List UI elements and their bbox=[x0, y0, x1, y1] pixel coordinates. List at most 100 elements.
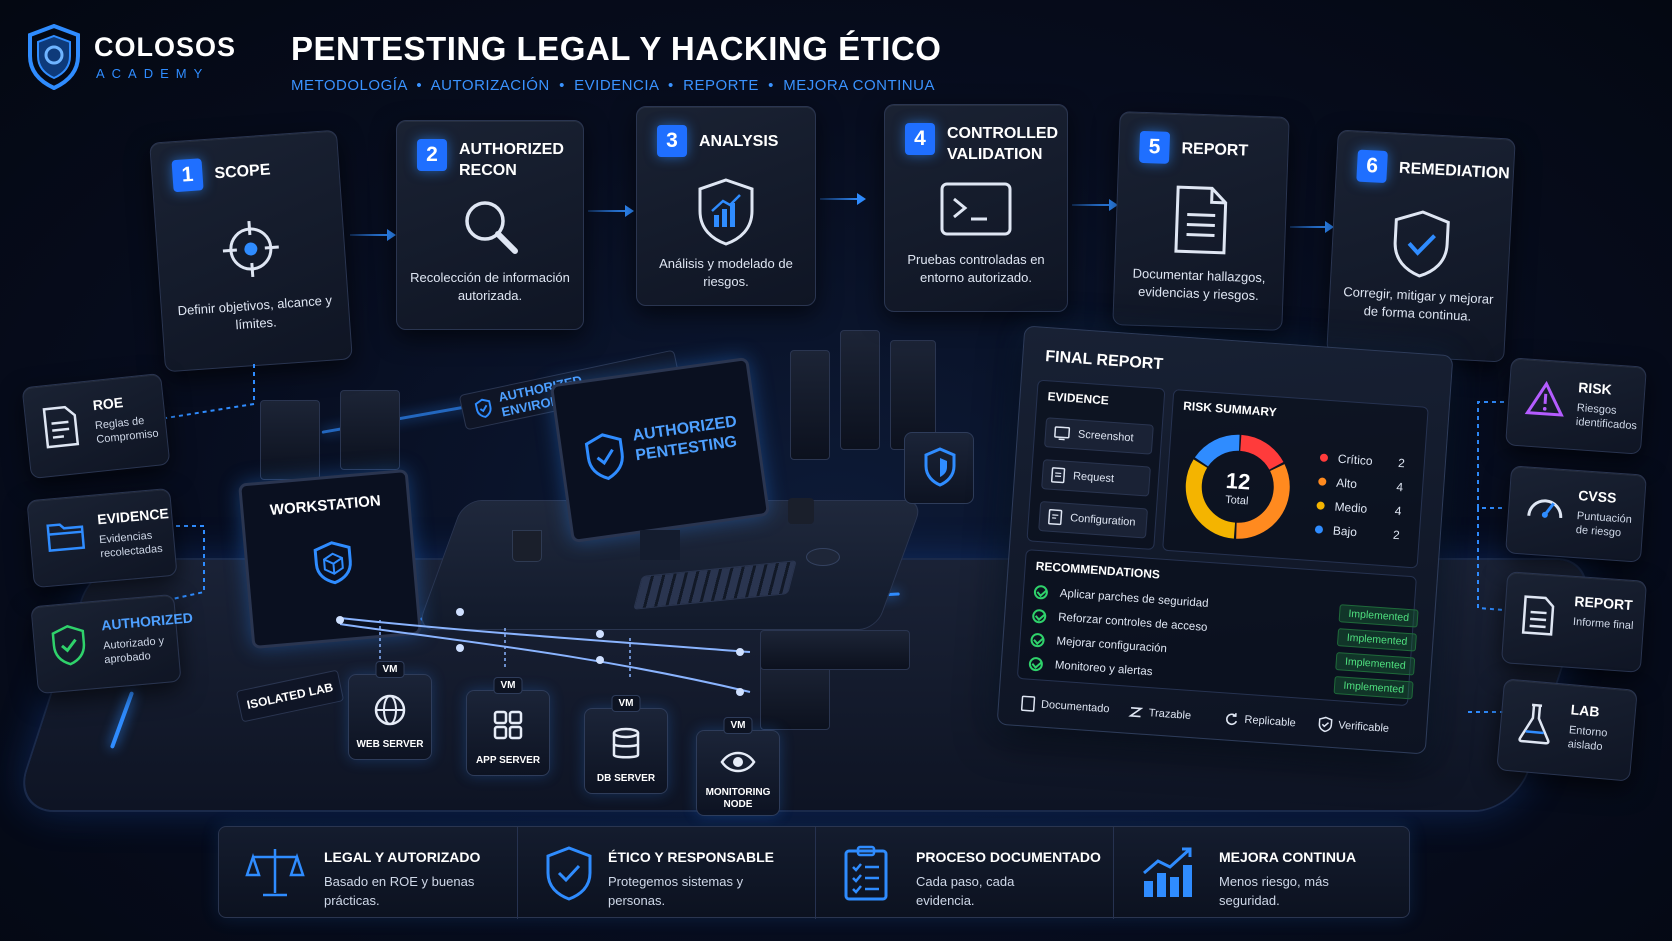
gauge-icon bbox=[1527, 499, 1563, 519]
side-card-risk[interactable]: RISK Riesgos identificados bbox=[1505, 357, 1647, 455]
server-rack bbox=[760, 630, 910, 670]
flow-arrow bbox=[1290, 221, 1334, 233]
vm-db-server[interactable]: VM DB SERVER bbox=[584, 695, 668, 794]
flow-arrow bbox=[588, 205, 634, 217]
terminal-icon bbox=[940, 182, 1012, 236]
step-card-controlled-validation[interactable]: 4 CONTROLLED VALIDATION Pruebas controla… bbox=[884, 104, 1068, 312]
flow-arrow bbox=[1072, 199, 1118, 211]
monitor-stand bbox=[640, 530, 680, 560]
side-card-title: RISK bbox=[1577, 379, 1613, 398]
risk-donut-chart bbox=[1185, 434, 1290, 539]
legend-dot bbox=[1318, 477, 1327, 486]
evidence-item-label: Screenshot bbox=[1077, 428, 1134, 445]
legend-label: Medio bbox=[1334, 499, 1368, 516]
principle-desc: Menos riesgo, más seguridad. bbox=[1219, 874, 1329, 908]
recommendations-title: RECOMMENDATIONS bbox=[1035, 558, 1161, 582]
main-monitor: AUTHORIZED PENTESTING bbox=[549, 356, 771, 544]
footer-label: Replicable bbox=[1244, 713, 1297, 730]
config-document-icon bbox=[1048, 509, 1063, 526]
side-card-cvss[interactable]: CVSS Puntuación de riesgo bbox=[1505, 465, 1647, 563]
mouse bbox=[806, 548, 840, 566]
status-badge: Implemented bbox=[1338, 604, 1419, 628]
step-number: 1 bbox=[171, 158, 204, 193]
footer-label: Verificable bbox=[1337, 719, 1390, 735]
step-card-scope[interactable]: 1 SCOPE Definir objetivos, alcance y lím… bbox=[149, 129, 353, 373]
recommendation-text: Reforzar controles de acceso bbox=[1057, 611, 1208, 634]
step-title: CONTROLLED VALIDATION bbox=[947, 125, 1059, 163]
workstation-monitor: WORKSTATION bbox=[238, 468, 422, 650]
step-description: Corregir, mitigar y mejorar de forma con… bbox=[1342, 284, 1494, 324]
status-badge: Implemented bbox=[1335, 652, 1416, 676]
side-card-title: LAB bbox=[1570, 701, 1601, 720]
footer-verificable: Verificable bbox=[1318, 716, 1390, 737]
document-icon bbox=[1020, 695, 1036, 712]
principle-title: MEJORA CONTINUA bbox=[1219, 849, 1357, 865]
step-number: 5 bbox=[1138, 130, 1171, 164]
footer-trazable: Trazable bbox=[1128, 705, 1191, 723]
step-card-authorized-recon[interactable]: 2 AUTHORIZED RECON Recolección de inform… bbox=[396, 120, 584, 330]
side-card-report[interactable]: REPORT Informe final bbox=[1500, 571, 1648, 673]
principle-desc: Cada paso, cada evidencia. bbox=[916, 874, 1015, 908]
magnifier-icon bbox=[465, 201, 518, 254]
evidence-title: EVIDENCE bbox=[1047, 389, 1110, 408]
evidence-item-request[interactable]: Request bbox=[1041, 459, 1151, 497]
footer-documentado: Documentado bbox=[1020, 695, 1110, 717]
step-card-report[interactable]: 5 REPORT Documentar hallazgos, evidencia… bbox=[1112, 111, 1290, 331]
vm-label: DB SERVER bbox=[596, 773, 656, 784]
side-card-desc: Informe final bbox=[1572, 615, 1634, 633]
step-description: Documentar hallazgos, evidencias y riesg… bbox=[1132, 265, 1266, 304]
shield-check-icon bbox=[546, 846, 592, 901]
plant bbox=[788, 498, 814, 524]
logo-sub: ACADEMY bbox=[96, 66, 210, 81]
shield-chart-icon bbox=[698, 178, 754, 246]
side-card-evidence[interactable]: EVIDENCE Evidencias recolectadas bbox=[26, 487, 178, 589]
principle-ethical: ÉTICO Y RESPONSABLE Protegemos sistemas … bbox=[517, 827, 815, 919]
evidence-item-screenshot[interactable]: Screenshot bbox=[1044, 417, 1154, 455]
vm-app-server[interactable]: VM APP SERVER bbox=[466, 677, 550, 776]
legend-label: Alto bbox=[1335, 475, 1358, 492]
step-card-remediation[interactable]: 6 REMEDIATION Corregir, mitigar y mejora… bbox=[1326, 129, 1516, 363]
vm-monitoring-node[interactable]: VM MONITORING NODE bbox=[696, 717, 780, 816]
step-title: REPORT bbox=[1181, 140, 1249, 160]
shield-icon bbox=[924, 447, 956, 487]
side-card-roe[interactable]: ROE Reglas de Compromiso bbox=[21, 372, 171, 480]
authorized-pentesting-label: AUTHORIZED PENTESTING bbox=[631, 413, 739, 465]
step-title: REMEDIATION bbox=[1398, 159, 1511, 183]
server-rack bbox=[890, 340, 936, 450]
flask-icon bbox=[1518, 703, 1550, 745]
shield-check-icon bbox=[51, 624, 86, 666]
step-description: Pruebas controladas en entorno autorizad… bbox=[907, 252, 1045, 285]
check-icon bbox=[1028, 656, 1044, 672]
page-subtitle: METODOLOGÍA • AUTORIZACIÓN • EVIDENCIA •… bbox=[291, 77, 935, 94]
principles-bar: LEGAL Y AUTORIZADO Basado en ROE y buena… bbox=[218, 826, 1410, 919]
step-number: 6 bbox=[1356, 149, 1388, 184]
step-number: 4 bbox=[905, 123, 935, 155]
eye-icon bbox=[720, 751, 756, 773]
step-card-analysis[interactable]: 3 ANALYSIS Análisis y modelado de riesgo… bbox=[636, 106, 816, 306]
step-title: ANALYSIS bbox=[699, 133, 779, 150]
authorized-environment-banner: AUTHORIZED ENVIRONMENT bbox=[458, 349, 682, 431]
side-card-lab[interactable]: LAB Entorno aislado bbox=[1496, 678, 1638, 782]
side-card-title: CVSS bbox=[1577, 487, 1617, 506]
vm-web-server[interactable]: VM WEB SERVER bbox=[348, 661, 432, 760]
growth-chart-icon bbox=[1143, 847, 1192, 897]
legend-dot bbox=[1316, 501, 1325, 510]
grid-icon bbox=[493, 710, 523, 740]
crosshair-icon bbox=[222, 220, 279, 278]
logo-shield-icon bbox=[28, 24, 80, 90]
check-icon bbox=[1030, 632, 1046, 648]
evidence-item-configuration[interactable]: Configuration bbox=[1038, 501, 1149, 539]
side-card-authorized[interactable]: AUTHORIZED Autorizado y aprobado bbox=[30, 593, 193, 695]
network-lines bbox=[336, 608, 751, 696]
flow-arrow bbox=[350, 229, 396, 241]
coffee-mug bbox=[512, 530, 542, 562]
warning-icon bbox=[1524, 380, 1564, 417]
principle-title: LEGAL Y AUTORIZADO bbox=[324, 849, 481, 865]
side-card-desc: Reglas de Compromiso bbox=[94, 414, 160, 446]
recommendation-text: Aplicar parches de seguridad bbox=[1059, 587, 1209, 610]
vm-tag: VM bbox=[723, 717, 753, 734]
rules-document-icon bbox=[42, 405, 80, 449]
recommendation-text: Mejorar configuración bbox=[1056, 635, 1168, 656]
